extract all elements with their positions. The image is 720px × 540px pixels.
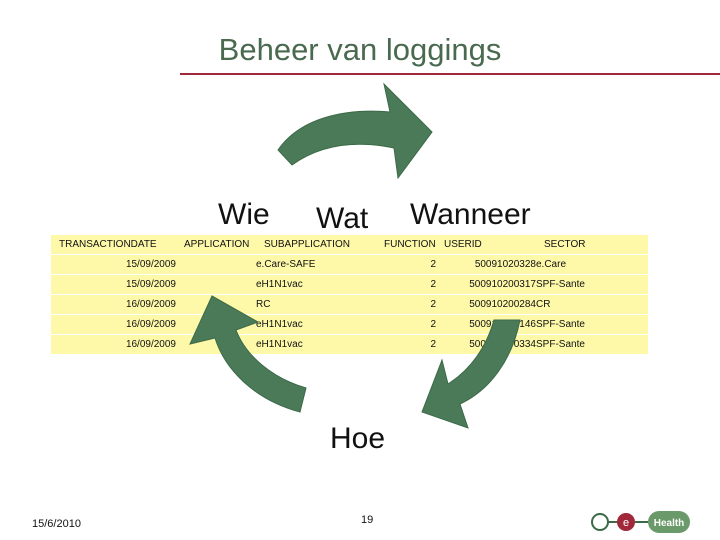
cell-sector: e.Care xyxy=(536,254,648,275)
table-row: 16/09/2009 eH1N1vac 2 500910200146 SPF-S… xyxy=(51,314,648,335)
header-application: APPLICATION xyxy=(176,235,256,255)
cell-sector: SPF-Sante xyxy=(536,274,648,295)
header-subapplication: SUBAPPLICATION xyxy=(256,235,376,255)
label-wat: Wat xyxy=(316,202,369,235)
page-number: 19 xyxy=(361,514,374,526)
top-cycle-arrow xyxy=(277,82,433,180)
cell-function: 2 xyxy=(376,274,436,295)
cell-sector: SPF-Sante xyxy=(536,334,648,355)
cell-application xyxy=(176,274,256,295)
cell-subapplication: eH1N1vac xyxy=(256,314,376,335)
table-row: 15/09/2009 e.Care-SAFE 2 50091020328 e.C… xyxy=(51,254,648,275)
logo-health-text: Health xyxy=(654,518,685,529)
cell-userid: 500910200334 xyxy=(436,334,536,355)
cell-userid: 500910200284 xyxy=(436,294,536,315)
table-row: 15/09/2009 eH1N1vac 2 500910200317 SPF-S… xyxy=(51,274,648,295)
cell-sector: SPF-Sante xyxy=(536,314,648,335)
cell-function: 2 xyxy=(376,314,436,335)
cell-subapplication: eH1N1vac xyxy=(256,274,376,295)
cell-subapplication: RC xyxy=(256,294,376,315)
cell-date: 15/09/2009 xyxy=(51,274,176,295)
cell-subapplication: eH1N1vac xyxy=(256,334,376,355)
cell-date: 16/09/2009 xyxy=(51,334,176,355)
label-hoe: Hoe xyxy=(330,422,386,455)
cell-application xyxy=(176,334,256,355)
cell-function: 2 xyxy=(376,334,436,355)
header-sector: SECTOR xyxy=(536,235,648,255)
table-header-row: TRANSACTIONDATE APPLICATION SUBAPPLICATI… xyxy=(51,235,648,255)
cell-userid: 50091020328 xyxy=(436,254,536,275)
table-row: 16/09/2009 eH1N1vac 2 500910200334 SPF-S… xyxy=(51,334,648,355)
cell-function: 2 xyxy=(376,294,436,315)
cell-date: 15/09/2009 xyxy=(51,254,176,275)
logging-table: TRANSACTIONDATE APPLICATION SUBAPPLICATI… xyxy=(51,235,648,355)
cell-date: 16/09/2009 xyxy=(51,314,176,335)
header-transactiondate: TRANSACTIONDATE xyxy=(51,235,176,255)
header-userid: USERID xyxy=(436,235,536,255)
ehealth-logo: e Health xyxy=(591,511,690,533)
footer-date: 15/6/2010 xyxy=(32,518,81,530)
table-row: 16/09/2009 RC 2 500910200284 CR xyxy=(51,294,648,315)
cell-sector: CR xyxy=(536,294,648,315)
header-function: FUNCTION xyxy=(376,235,436,255)
label-wie: Wie xyxy=(218,198,270,231)
logo-e-text: e xyxy=(623,517,629,529)
label-wanneer: Wanneer xyxy=(410,198,531,231)
cell-function: 2 xyxy=(376,254,436,275)
cell-userid: 500910200146 xyxy=(436,314,536,335)
cell-userid: 500910200317 xyxy=(436,274,536,295)
cell-date: 16/09/2009 xyxy=(51,294,176,315)
title-divider xyxy=(180,73,720,75)
cell-application xyxy=(176,254,256,275)
cell-application xyxy=(176,314,256,335)
cell-subapplication: e.Care-SAFE xyxy=(256,254,376,275)
slide-title: Beheer van loggings xyxy=(218,32,502,67)
cell-application xyxy=(176,294,256,315)
